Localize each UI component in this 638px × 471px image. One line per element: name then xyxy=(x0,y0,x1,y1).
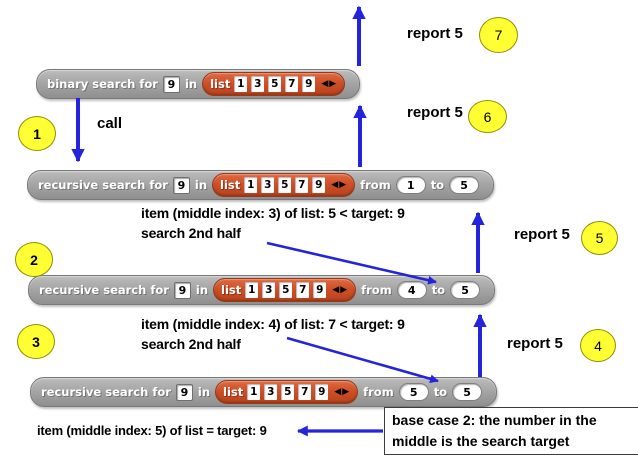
sequence-badge-7: 7 xyxy=(479,17,518,53)
sequence-badge-4: 4 xyxy=(580,329,616,362)
list-item[interactable]: 1 xyxy=(234,76,248,92)
list-item[interactable]: 7 xyxy=(285,76,299,92)
sequence-badge-6: 6 xyxy=(468,100,507,133)
block-label-to: to xyxy=(430,178,445,192)
base-case-line2: middle is the search target xyxy=(392,433,570,449)
list-item[interactable]: 1 xyxy=(247,384,261,400)
block-label-to: to xyxy=(431,283,446,297)
list-item[interactable]: 3 xyxy=(251,76,265,92)
sequence-badge-1: 1 xyxy=(18,116,56,151)
list-item[interactable]: 5 xyxy=(268,76,282,92)
annotation-step3-line2: search 2nd half xyxy=(141,336,241,352)
list-block[interactable]: list 1 3 5 7 9 ◀▶ xyxy=(212,173,356,197)
list-block[interactable]: list 1 3 5 7 9 ◀▶ xyxy=(215,380,359,404)
annotation-step3: item (middle index: 4) of list: 7 < targ… xyxy=(141,314,405,354)
target-input[interactable]: 9 xyxy=(173,281,191,299)
list-item[interactable]: 5 xyxy=(278,177,292,193)
from-input[interactable]: 1 xyxy=(395,176,426,194)
block-label-from: from xyxy=(363,385,394,399)
block-label: binary search for xyxy=(47,77,158,91)
target-input[interactable]: 9 xyxy=(175,383,193,401)
to-input[interactable]: 5 xyxy=(450,281,481,299)
block-label-to: to xyxy=(433,385,448,399)
report-label-5: report 5 xyxy=(514,226,570,243)
block-label-from: from xyxy=(361,283,392,297)
list-item[interactable]: 9 xyxy=(313,282,327,298)
list-item[interactable]: 5 xyxy=(281,384,295,400)
annotation-step2-line2: search 2nd half xyxy=(141,225,241,241)
target-input[interactable]: 9 xyxy=(162,75,180,93)
list-item[interactable]: 1 xyxy=(244,177,258,193)
block-label-in: in xyxy=(194,178,208,192)
annotation-base-result: item (middle index: 5) of list = target:… xyxy=(37,423,267,438)
to-input[interactable]: 5 xyxy=(449,176,480,194)
block-recursive-search-3[interactable]: recursive search for 9 in list 1 3 5 7 9… xyxy=(30,377,498,407)
from-input[interactable]: 5 xyxy=(398,383,429,401)
call-label: call xyxy=(97,115,123,132)
list-block[interactable]: list 1 3 5 7 9 ◀▶ xyxy=(202,72,346,96)
to-input[interactable]: 5 xyxy=(452,383,483,401)
block-label: recursive search for xyxy=(41,385,171,399)
base-case-callout: base case 2: the number in the middle is… xyxy=(384,407,638,455)
block-label: recursive search for xyxy=(38,178,168,192)
annotation-step3-line1: item (middle index: 4) of list: 7 < targ… xyxy=(141,316,405,332)
sequence-badge-5: 5 xyxy=(581,221,618,255)
list-resize-arrows-icon[interactable]: ◀▶ xyxy=(332,284,349,295)
base-case-line1: base case 2: the number in the xyxy=(392,412,597,428)
list-label: list xyxy=(220,178,241,192)
block-label: recursive search for xyxy=(39,283,169,297)
list-label: list xyxy=(221,283,242,297)
block-binary-search[interactable]: binary search for 9 in list 1 3 5 7 9 ◀▶ xyxy=(36,69,361,99)
block-recursive-search-2[interactable]: recursive search for 9 in list 1 3 5 7 9… xyxy=(28,275,496,305)
list-item[interactable]: 3 xyxy=(262,282,276,298)
list-item[interactable]: 5 xyxy=(279,282,293,298)
list-resize-arrows-icon[interactable]: ◀▶ xyxy=(331,179,348,190)
block-label-in: in xyxy=(197,385,211,399)
list-item[interactable]: 3 xyxy=(261,177,275,193)
annotation-step2-line1: item (middle index: 3) of list: 5 < targ… xyxy=(141,205,405,221)
sequence-badge-3: 3 xyxy=(17,324,55,359)
list-item[interactable]: 9 xyxy=(315,384,329,400)
list-item[interactable]: 7 xyxy=(296,282,310,298)
list-item[interactable]: 7 xyxy=(295,177,309,193)
block-recursive-search-1[interactable]: recursive search for 9 in list 1 3 5 7 9… xyxy=(27,170,495,200)
report-label-4: report 5 xyxy=(507,335,563,352)
list-resize-arrows-icon[interactable]: ◀▶ xyxy=(334,386,351,397)
list-label: list xyxy=(223,385,244,399)
sequence-badge-2: 2 xyxy=(15,242,53,277)
target-input[interactable]: 9 xyxy=(172,176,190,194)
report-label-7: report 5 xyxy=(407,25,463,42)
annotation-step2: item (middle index: 3) of list: 5 < targ… xyxy=(141,203,405,243)
list-label: list xyxy=(210,77,231,91)
list-resize-arrows-icon[interactable]: ◀▶ xyxy=(321,78,338,89)
list-item[interactable]: 1 xyxy=(245,282,259,298)
from-input[interactable]: 4 xyxy=(396,281,427,299)
list-item[interactable]: 9 xyxy=(312,177,326,193)
block-label-in: in xyxy=(184,77,198,91)
block-label-in: in xyxy=(195,283,209,297)
list-item[interactable]: 3 xyxy=(264,384,278,400)
report-label-6: report 5 xyxy=(407,104,463,121)
block-label-from: from xyxy=(360,178,391,192)
list-block[interactable]: list 1 3 5 7 9 ◀▶ xyxy=(213,278,357,302)
list-item[interactable]: 9 xyxy=(302,76,316,92)
list-item[interactable]: 7 xyxy=(298,384,312,400)
